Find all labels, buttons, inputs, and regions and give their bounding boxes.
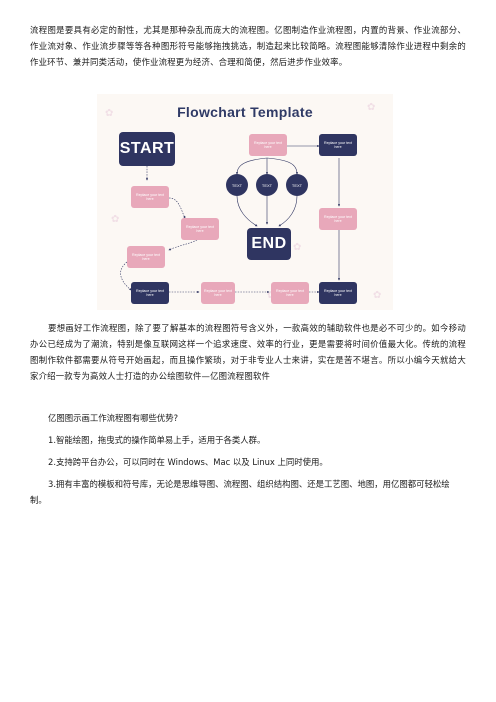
advantages-question: 亿图图示画工作流程图有哪些优势?: [48, 413, 179, 423]
body-paragraph: 要想画好工作流程图，除了要了解基本的流程图符号含义外，一款高效的辅助软件也是必不…: [30, 323, 466, 381]
intro-paragraph: 流程图是要具有必定的耐性，尤其是那种杂乱而庞大的流程图。亿图制造作业流程图，内置…: [30, 25, 466, 67]
process-node: Replace your text here: [127, 246, 165, 268]
process-node: Replace your text here: [201, 282, 235, 304]
advantage-item: 2.支持跨平台办公，可以同时在 Windows、Mac 以及 Linux 上同时…: [48, 457, 328, 467]
decision-node: TEXT: [286, 174, 308, 196]
process-node: Replace your text here: [319, 282, 357, 304]
start-node: START: [119, 132, 175, 166]
flower-decoration-icon: ✿: [111, 214, 120, 225]
flowchart-title: Flowchart Template: [177, 104, 313, 120]
end-node: END: [247, 228, 291, 260]
flower-decoration-icon: ✿: [293, 242, 302, 253]
process-node: Replace your text here: [249, 134, 287, 156]
flower-decoration-icon: ✿: [367, 102, 376, 113]
process-node: Replace your text here: [131, 186, 169, 208]
process-node: Replace your text here: [319, 134, 357, 156]
decision-node: TEXT: [256, 174, 278, 196]
flowchart-connectors: [120, 144, 341, 294]
flower-decoration-icon: ✿: [373, 290, 382, 301]
decision-node: TEXT: [226, 174, 248, 196]
process-node: Replace your text here: [271, 282, 309, 304]
process-node: Replace your text here: [319, 208, 357, 230]
flower-decoration-icon: ✿: [105, 108, 114, 119]
advantage-item: 1.智能绘图，拖曳式的操作简单易上手，适用于各类人群。: [48, 435, 266, 445]
advantage-item: 3.拥有丰富的模板和符号库，无论是思维导图、流程图、组织结构图、还是工艺图、地图…: [30, 479, 450, 505]
process-node: Replace your text here: [131, 282, 169, 304]
flowchart-figure: ✿ ✿ ✿ ✿ ✿ ✿ Flowchart Template: [97, 94, 393, 310]
process-node: Replace your text here: [181, 218, 219, 240]
